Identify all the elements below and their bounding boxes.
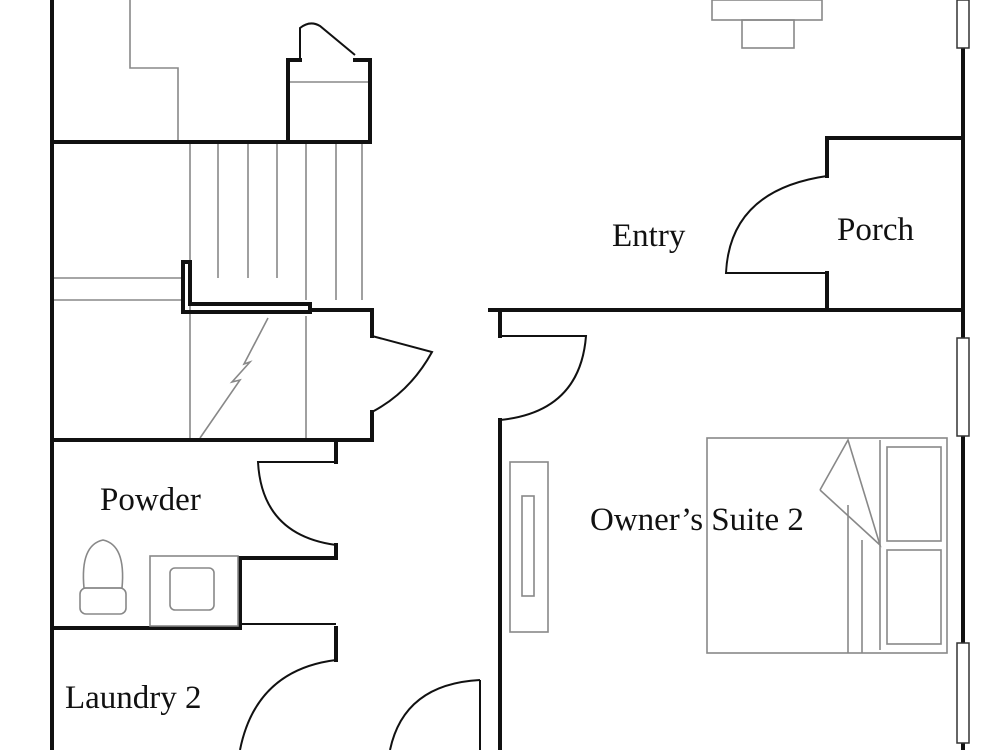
bed [706, 437, 948, 654]
porch-walls [724, 136, 965, 310]
toilet [79, 539, 127, 615]
owners-suite-walls [488, 308, 965, 750]
staircase [54, 144, 363, 439]
label-powder: Powder [100, 482, 201, 518]
powder-walls [50, 438, 338, 630]
kitchen-fixtures [129, 0, 823, 140]
exterior-walls [50, 0, 965, 750]
pantry [286, 22, 372, 142]
stair-closet [50, 308, 434, 442]
laundry-walls [239, 623, 481, 750]
windows [956, 0, 970, 744]
label-laundry: Laundry 2 [65, 680, 202, 716]
label-porch: Porch [837, 212, 914, 248]
label-entry: Entry [612, 218, 686, 254]
tv-cabinet [509, 461, 549, 633]
label-owners-suite: Owner’s Suite 2 [590, 502, 804, 538]
vanity [149, 555, 239, 627]
